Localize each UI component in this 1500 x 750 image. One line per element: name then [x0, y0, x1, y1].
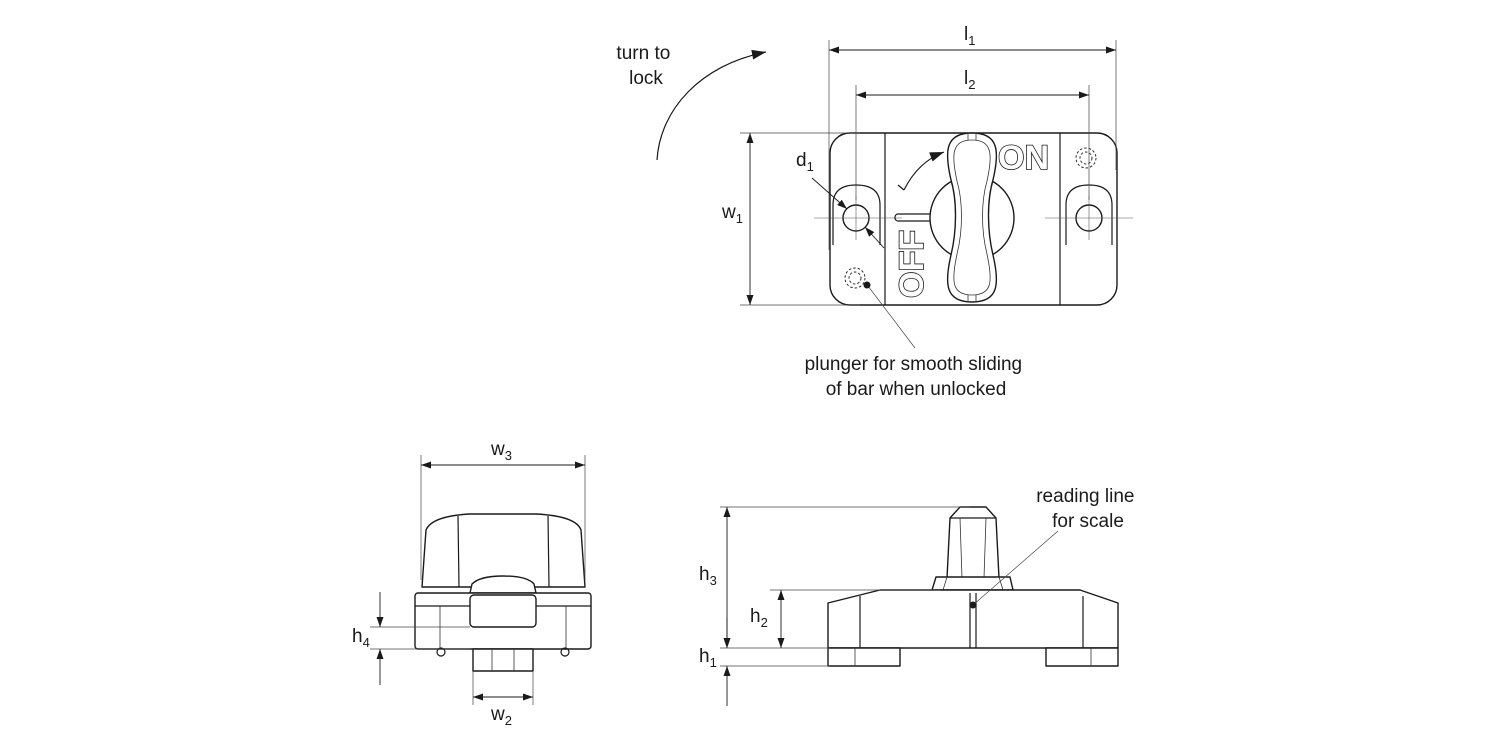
note-reading-line: reading line for scale — [1036, 486, 1140, 532]
label-w3: w3 — [490, 439, 512, 463]
plunger-indicator-left — [844, 267, 866, 289]
engraving-on: ON — [998, 139, 1049, 177]
side-view-front: h3 h2 h1 reading line for scale — [699, 486, 1140, 706]
body-front-view — [827, 589, 1119, 649]
dim-line-d1-lower — [864, 226, 885, 249]
label-h4: h4 — [352, 626, 370, 650]
engraving-off: OFF — [893, 230, 931, 298]
label-h3: h3 — [699, 564, 717, 588]
top-view: ON OFF l1 l2 w1 d1 turn to lock plunger … — [616, 24, 1133, 400]
label-l1: l1 — [964, 24, 975, 48]
label-w1: w1 — [721, 202, 743, 226]
label-h2: h2 — [750, 606, 768, 630]
handle-arrow-icon — [903, 151, 945, 191]
dim-line-d1-upper — [811, 177, 848, 210]
label-w2: w2 — [490, 704, 512, 728]
knob-end-view — [421, 513, 586, 588]
stem-end-view — [472, 648, 534, 672]
note-plunger: plunger for smooth sliding of bar when u… — [805, 354, 1028, 400]
label-d1: d1 — [796, 150, 814, 174]
label-h1: h1 — [699, 646, 717, 670]
plunger-indicator-right — [1075, 147, 1097, 169]
side-view-end: w3 w2 h4 — [352, 439, 592, 728]
lock-handle — [946, 132, 998, 303]
curved-arrow-icon — [656, 49, 767, 161]
note-turn-to-lock: turn to lock — [616, 43, 675, 89]
label-l2: l2 — [964, 68, 975, 92]
